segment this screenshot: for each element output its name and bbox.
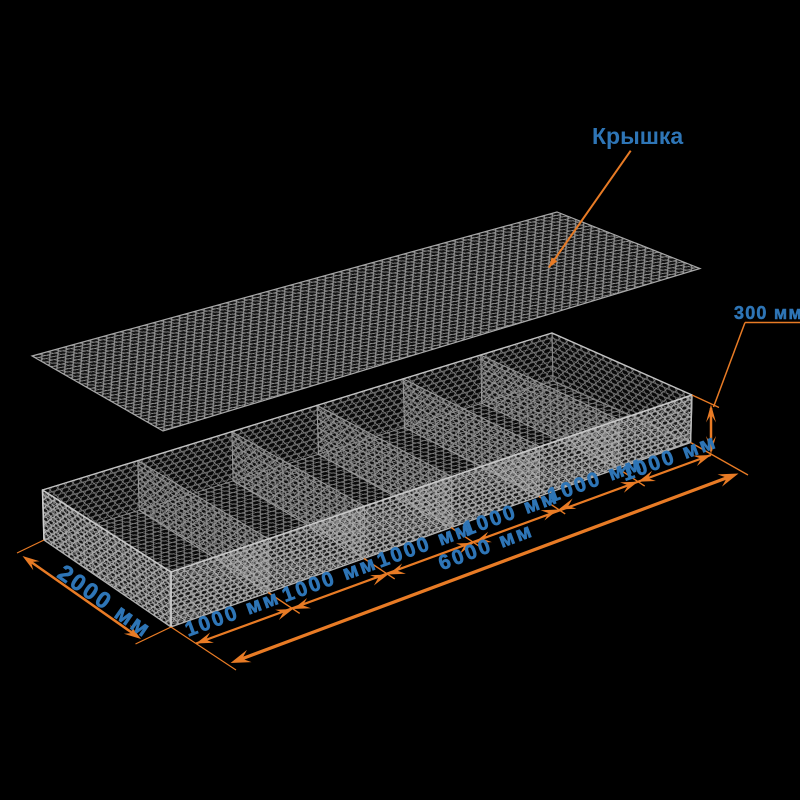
svg-text:Крышка: Крышка [592, 123, 683, 149]
svg-text:300 мм: 300 мм [734, 303, 800, 323]
